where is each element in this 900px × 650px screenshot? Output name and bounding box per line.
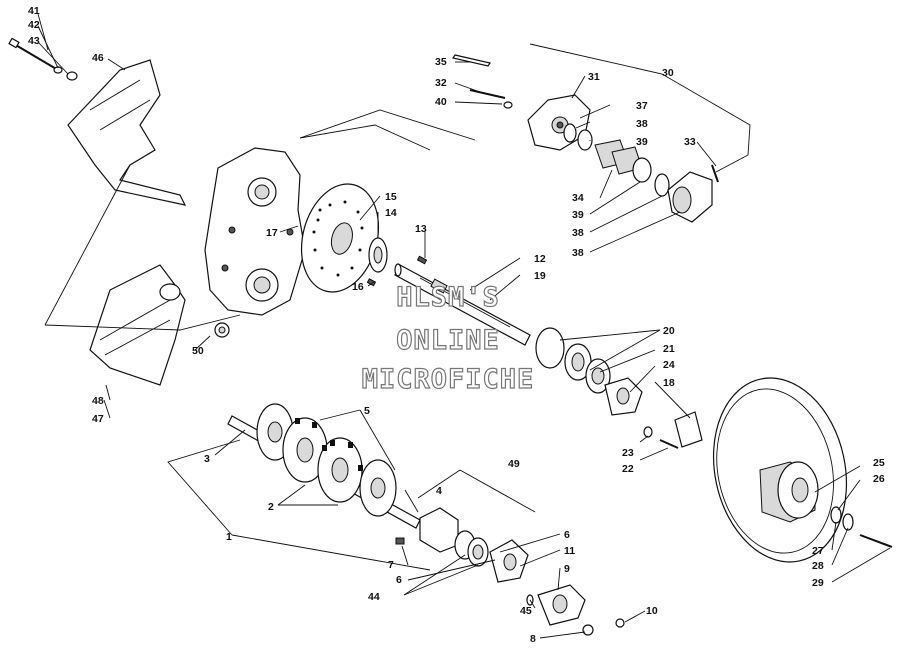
label-17: 17 [266,227,278,239]
label-20: 20 [663,325,675,337]
bearing-20 [535,327,592,381]
label-11: 11 [564,545,575,557]
label-31: 31 [588,71,600,83]
bleeder-33 [711,164,719,183]
caliper-housing-38 [667,171,713,223]
label-3: 3 [204,453,210,465]
label-33: 33 [684,136,696,148]
label-28: 28 [812,560,824,572]
label-4: 4 [436,485,442,497]
lower-guard [89,264,186,386]
upper-guard-46 [67,59,187,206]
label-39a: 39 [636,136,648,148]
shaft-12 [394,263,531,346]
drive-drum-25 [712,377,848,563]
flange-6 [489,539,529,583]
label-48: 48 [92,395,104,407]
label-47: 47 [92,413,104,425]
label-26: 26 [873,473,885,485]
washers-26-27-28 [830,506,854,531]
label-38b: 38 [572,227,584,239]
drive-sprockets-2 [282,417,363,503]
label-12: 12 [534,253,546,265]
label-32: 32 [435,77,447,89]
label-40: 40 [435,96,447,108]
spacer-18 [674,411,703,448]
label-30: 30 [662,67,674,79]
bolt-32-40 [469,89,513,109]
label-19: 19 [534,270,546,282]
label-34: 34 [572,192,584,204]
pin-35 [452,54,491,67]
label-44: 44 [368,591,380,603]
label-39b: 39 [572,209,584,221]
key-13 [416,255,428,265]
label-14: 14 [385,207,397,219]
label-25: 25 [873,457,885,469]
label-43: 43 [28,35,40,47]
label-29: 29 [812,577,824,589]
bolt-41 [8,37,78,81]
label-22: 22 [622,463,634,475]
label-45: 45 [520,605,532,617]
flange-24 [604,377,643,416]
label-2: 2 [268,501,274,513]
seal-38-39 [563,123,593,151]
label-38c: 38 [572,247,584,259]
bolt-22-23 [643,426,679,449]
label-7: 7 [388,559,394,571]
piston-39 [632,157,652,183]
hub-14 [368,237,388,273]
nut-8 [582,624,594,636]
label-27: 27 [812,545,824,557]
label-37: 37 [636,100,648,112]
watermark-line-2: ONLINE [396,325,500,356]
axle-housing-9 [537,584,586,626]
watermark: HLSM'S ONLINE MICROFICHE [361,281,535,395]
bolt-7 [395,537,405,545]
chaincase-housing [204,147,306,316]
bearing-housing-49 [419,507,489,567]
label-21: 21 [663,343,675,355]
label-6a: 6 [396,574,402,586]
nut-50 [214,322,230,338]
label-5: 5 [364,405,370,417]
label-10: 10 [646,605,658,617]
nut-10 [615,618,625,628]
label-46: 46 [92,52,104,64]
label-35: 35 [435,56,447,68]
sprocket-wheel-5b [359,459,397,517]
label-42: 42 [28,19,40,31]
watermark-line-3: MICROFICHE [362,364,535,395]
label-24: 24 [663,359,675,371]
label-50: 50 [192,345,204,357]
label-23: 23 [622,447,634,459]
label-15: 15 [385,191,397,203]
label-13: 13 [415,223,427,235]
label-8: 8 [530,633,536,645]
label-6b: 6 [564,529,570,541]
key-16 [366,278,377,287]
leader-lines [37,13,891,639]
label-9: 9 [564,563,570,575]
seal-38 [654,173,670,197]
label-41: 41 [28,5,40,17]
label-18: 18 [663,377,675,389]
label-38a: 38 [636,118,648,130]
watermark-line-1: HLSM'S [396,282,500,313]
part-labels: 41 42 43 46 35 32 40 31 30 37 38 39 33 3… [28,5,885,645]
label-49: 49 [508,458,520,470]
label-16: 16 [352,281,364,293]
label-1: 1 [226,531,232,543]
bolt-29 [859,534,893,548]
